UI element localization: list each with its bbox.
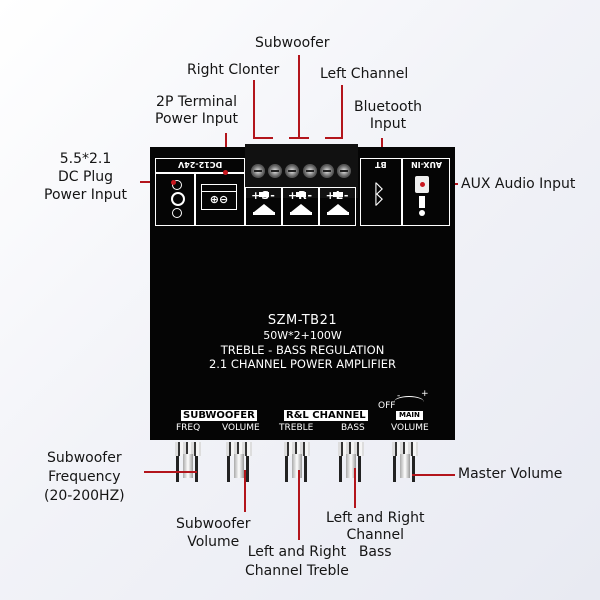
line-treble — [298, 470, 300, 540]
board-type: 2.1 CHANNEL POWER AMPLIFIER — [208, 357, 397, 371]
speaker-s-icon: +S- — [245, 189, 282, 215]
line-left-channel-bar — [325, 137, 343, 139]
dc-plug-pointer-dot — [171, 180, 176, 185]
line-sub-volume — [244, 470, 246, 512]
label-main-volume: VOLUME — [391, 423, 429, 433]
plus-label: + — [421, 389, 429, 399]
volume-arc-icon — [394, 396, 424, 408]
group-main: MAIN — [396, 411, 423, 420]
board-power: 50W*2+100W — [263, 329, 342, 342]
screw-terminal-r-plus[interactable] — [285, 164, 299, 178]
board-model-block: SZM-TB21 50W*2+100W TREBLE - BASS REGULA… — [150, 313, 455, 371]
screw-terminal-l-plus[interactable] — [320, 164, 334, 178]
callout-sub-freq-line3: (20-200HZ) — [44, 488, 125, 504]
callout-sub-freq-line1: Subwoofer — [47, 450, 122, 466]
callout-subwoofer: Subwoofer — [255, 35, 330, 51]
label-freq: FREQ — [176, 423, 201, 433]
line-sub-freq — [144, 471, 197, 473]
line-right-center-bar — [253, 137, 273, 139]
dc-jack-icon — [171, 180, 185, 222]
knob-bass[interactable] — [334, 442, 368, 482]
board-top-right — [357, 147, 455, 163]
line-subwoofer — [298, 55, 300, 138]
line-master — [412, 474, 455, 476]
callout-terminal-power: 2P Terminal Power Input — [155, 94, 238, 128]
screw-terminal-s-minus[interactable] — [268, 164, 282, 178]
callout-sub-volume-line2: Volume — [187, 534, 240, 550]
line-right-center — [253, 80, 255, 138]
screw-terminal-r-minus[interactable] — [303, 164, 317, 178]
callout-sub-volume: Subwoofer Volume — [176, 515, 251, 551]
speaker-l-icon: +L- — [319, 189, 356, 215]
callout-sub-volume-line1: Subwoofer — [176, 516, 251, 532]
speaker-r-box — [282, 187, 319, 226]
dc-voltage-label: DC12-24V — [177, 160, 223, 169]
knob-master-volume[interactable] — [388, 442, 422, 482]
callout-right-center: Right Clonter — [187, 62, 280, 78]
aux-pointer-dot — [420, 182, 425, 187]
speaker-r-icon: +R- — [282, 189, 319, 215]
minus-label: - — [397, 391, 401, 401]
line-left-channel — [341, 85, 343, 138]
callout-bluetooth-line1: Bluetooth — [354, 99, 422, 115]
board-model: SZM-TB21 — [267, 313, 338, 328]
callout-sub-freq-line2: Frequency — [48, 469, 121, 485]
speaker-s-box — [245, 187, 282, 226]
callout-dc-plug-line3: Power Input — [44, 187, 128, 203]
bt-silk-box — [360, 158, 402, 226]
dc-jack-box — [155, 173, 195, 226]
bt-label: BT — [375, 160, 387, 169]
screw-terminal-s-plus[interactable] — [251, 164, 265, 178]
callout-bass: Left and Right Channel Bass — [326, 510, 424, 561]
label-sub-volume: VOLUME — [222, 423, 260, 433]
callout-bluetooth-line2: Input — [369, 116, 407, 132]
terminal-power-box — [195, 173, 245, 226]
callout-dc-plug-line2: DC Plug — [57, 169, 114, 185]
callout-dc-plug-line1: 5.5*2.1 — [59, 151, 112, 167]
line-bass — [354, 468, 356, 508]
aux-silk-box — [402, 158, 450, 226]
dc-silk-box — [155, 158, 245, 173]
line-subwoofer-bar — [289, 137, 309, 139]
speaker-l-box — [319, 187, 356, 226]
callout-bass-line1: Left and Right — [326, 510, 425, 526]
terminal-pointer-dot — [223, 170, 228, 175]
callout-master: Master Volume — [458, 466, 563, 482]
callout-sub-freq: Subwoofer Frequency (20-200HZ) — [44, 449, 125, 506]
callout-treble-line1: Left and Right — [247, 544, 347, 560]
callout-bass-line3: Bass — [358, 544, 392, 560]
callout-treble: Left and Right Channel Treble — [245, 543, 349, 581]
bluetooth-icon: ᛒ — [371, 180, 387, 210]
off-label: OFF — [378, 401, 396, 411]
group-rl-channel: R&L CHANNEL — [284, 410, 368, 421]
label-treble: TREBLE — [279, 423, 314, 433]
callout-bass-line2: Channel — [346, 527, 404, 543]
aux-label: AUX-IN — [410, 160, 442, 169]
board-top-left — [150, 147, 246, 163]
group-subwoofer: SUBWOOFER — [181, 410, 257, 421]
callout-left-channel: Left Channel — [320, 66, 409, 82]
terminal-polarity: ⊕⊖ — [209, 193, 229, 206]
screw-terminal-l-minus[interactable] — [337, 164, 351, 178]
callout-terminal-power-line2: Power Input — [155, 111, 239, 127]
knob-treble[interactable] — [280, 442, 314, 482]
knob-sub-volume[interactable] — [222, 442, 256, 482]
callout-bluetooth: Bluetooth Input — [354, 99, 422, 133]
callout-aux: AUX Audio Input — [461, 176, 576, 192]
callout-terminal-power-line1: 2P Terminal — [156, 94, 237, 110]
callout-dc-plug: 5.5*2.1 DC Plug Power Input — [44, 150, 127, 204]
label-bass: BASS — [341, 423, 365, 433]
terminal-power-connector[interactable]: ⊕⊖ — [201, 184, 237, 210]
knob-sub-freq[interactable] — [171, 442, 205, 482]
board-feature: TREBLE - BASS REGULATION — [220, 343, 385, 357]
callout-treble-line2: Channel Treble — [245, 563, 349, 579]
